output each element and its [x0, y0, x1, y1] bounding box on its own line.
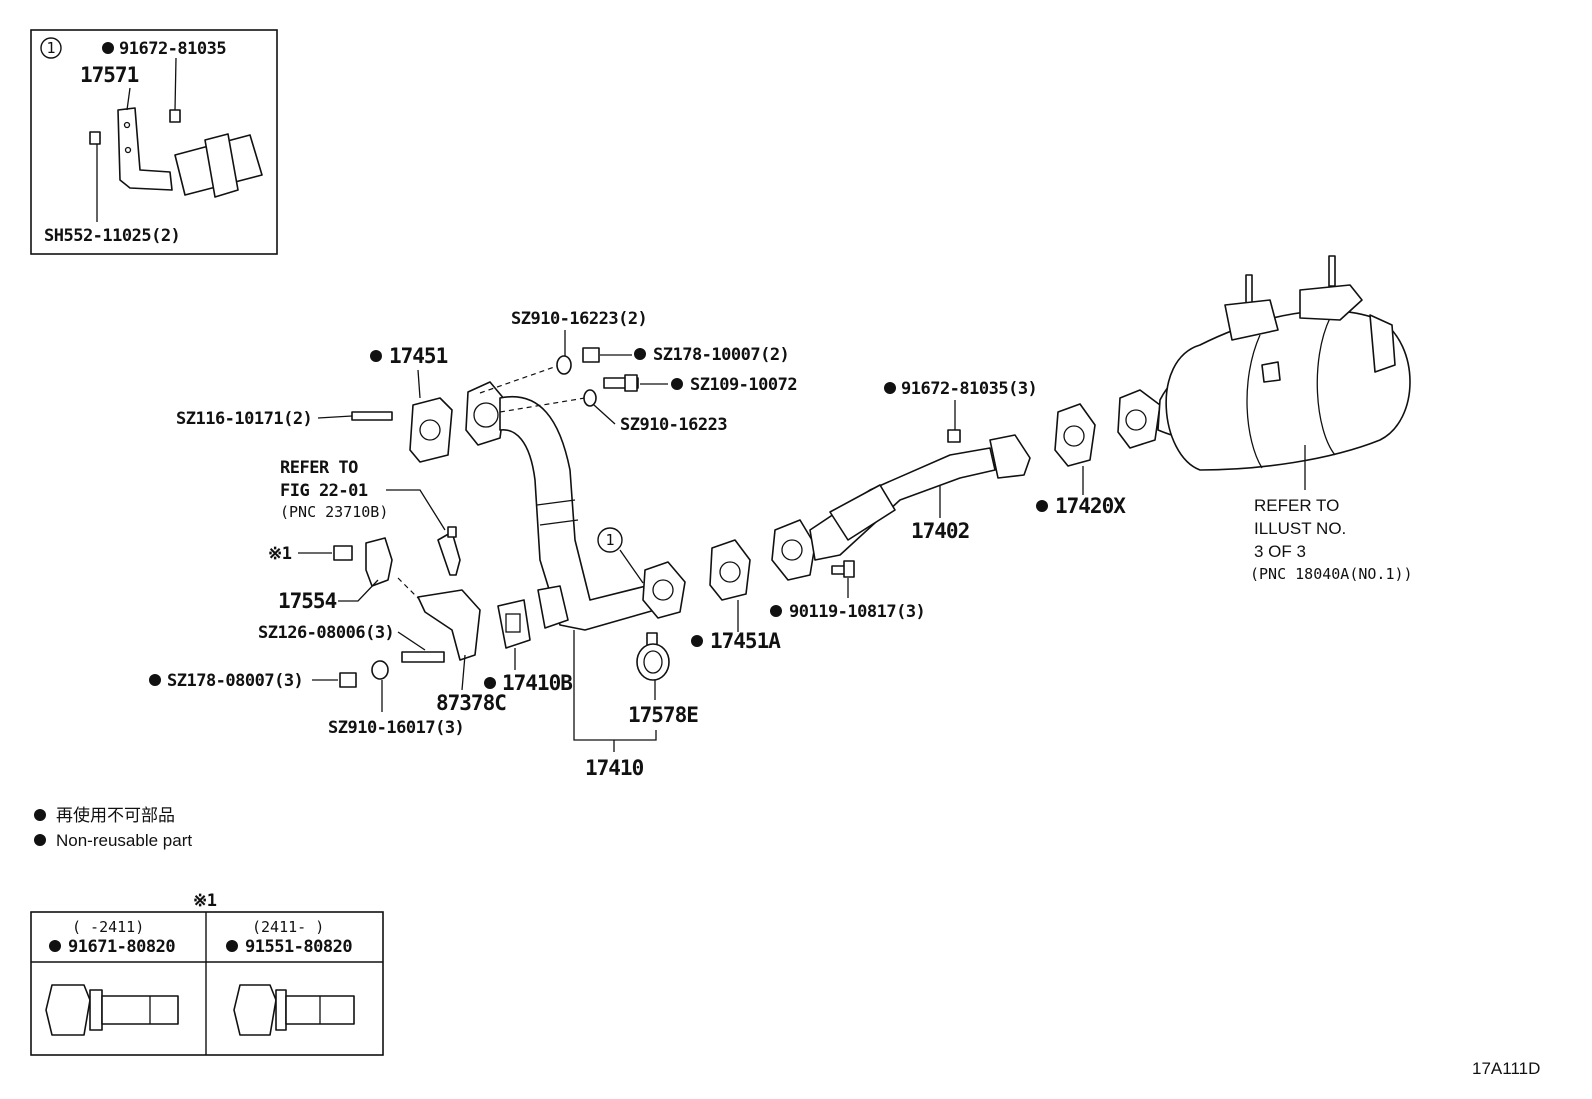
label-sz109: SZ109-10072	[690, 375, 797, 395]
gasket-17451a	[709, 539, 751, 601]
non-reusable-dot-icon-17451a	[691, 635, 703, 647]
bolt-table-col2-part: 91551-80820	[245, 937, 352, 957]
inset-label-bracket: 17571	[80, 63, 139, 87]
gasket-17451	[409, 397, 453, 463]
legend-dot-icon-2	[34, 834, 46, 846]
non-reusable-dot-icon-sz178b	[149, 674, 161, 686]
label-17402: 17402	[911, 519, 969, 543]
nut-sz178-b	[339, 672, 357, 688]
inset-label-bolt-bottom: SH552-11025(2)	[44, 226, 180, 246]
center-pipe-17402	[809, 447, 996, 561]
non-reusable-dot-icon-91671	[49, 940, 61, 952]
washer-sz910-a	[556, 355, 572, 375]
non-reusable-dot-icon-sz178a	[634, 348, 646, 360]
label-17451a: 17451A	[710, 629, 781, 653]
label-sz178-b: SZ178-08007(3)	[167, 671, 303, 691]
label-sz910-a: SZ910-16223(2)	[511, 309, 647, 329]
bolt-table-col1-range: ( -2411)	[72, 918, 144, 936]
figure-code: 17A111D	[1472, 1059, 1540, 1078]
callout-circle-icon	[40, 37, 62, 59]
bolt-sz109	[603, 377, 639, 389]
converter-bracket	[1299, 284, 1363, 321]
non-reusable-dot-icon-17451	[370, 350, 382, 362]
non-reusable-dot-icon-90119	[770, 605, 782, 617]
label-17554: 17554	[278, 589, 337, 613]
bolt-91671-icon	[45, 984, 179, 1036]
gasket-17420x	[1054, 403, 1096, 467]
bolt-variant-table: ※1 ( -2411) 91671-80820 (2411- ) 91551-8…	[30, 891, 384, 1056]
label-sz910-b: SZ910-16223	[620, 415, 727, 435]
label-sz178-a: SZ178-10007(2)	[653, 345, 789, 365]
converter-inlet-flange	[1117, 389, 1161, 449]
label-17420x: 17420X	[1055, 494, 1126, 518]
inset-label-bolt-top: 91672-81035	[119, 39, 226, 59]
non-reusable-dot-icon-91672	[884, 382, 896, 394]
label-90119: 90119-10817(3)	[789, 602, 925, 622]
legend: 再使用不可部品 Non-reusable part	[34, 805, 192, 850]
front-pipe-lower-flange	[537, 585, 569, 629]
inset-detail: 1 91672-81035 17571 SH552-11025(2)	[30, 29, 278, 255]
gasket-17410b	[497, 599, 531, 649]
sensor-part	[437, 531, 461, 576]
label-note-1: ※1	[268, 544, 292, 564]
stud-sz126	[401, 651, 445, 663]
bolt-91551-icon	[233, 984, 355, 1036]
bolt-table-col2-range: (2411- )	[252, 918, 324, 936]
label-17410b: 17410B	[502, 671, 572, 695]
heat-insulator-17554	[365, 537, 393, 587]
legend-en: Non-reusable part	[56, 831, 192, 850]
center-pipe-front-flange	[771, 519, 816, 581]
refer-fig-line-1: REFER TO	[280, 458, 358, 478]
refer-fig-line-3: (PNC 23710B)	[280, 503, 388, 521]
stay-87378c	[417, 589, 481, 661]
bolt-note-1	[333, 545, 353, 561]
label-sz116: SZ116-10171(2)	[176, 409, 312, 429]
label-sz126: SZ126-08006(3)	[258, 623, 394, 643]
non-reusable-dot-icon	[102, 42, 114, 54]
front-pipe-flange	[465, 381, 506, 446]
legend-jp: 再使用不可部品	[56, 805, 175, 825]
center-pipe-rear-flange	[989, 434, 1031, 479]
callout-number-1: 1	[605, 531, 614, 549]
converter-assembly	[1117, 255, 1411, 490]
front-pipe-rear-flange	[642, 561, 686, 619]
inset-clamp	[204, 133, 239, 198]
bolt-table-note: ※1	[193, 891, 217, 911]
legend-dot-icon	[34, 809, 46, 821]
inset-bolt-icon	[169, 109, 181, 123]
stud-sz116	[351, 411, 393, 421]
callout-circle-icon-1	[597, 527, 623, 553]
non-reusable-dot-icon-91551	[226, 940, 238, 952]
washer-sz910-b	[583, 389, 597, 407]
refer-illust-line-2: ILLUST NO.	[1254, 519, 1346, 538]
label-17410: 17410	[585, 756, 644, 780]
washer-sz910-c	[371, 660, 389, 680]
non-reusable-dot-icon-17410b	[484, 677, 496, 689]
label-87378c: 87378C	[436, 691, 506, 715]
label-sz910-c: SZ910-16017(3)	[328, 718, 464, 738]
bolt-table-col1-part: 91671-80820	[68, 937, 175, 957]
nut-sz178-a	[582, 347, 600, 363]
bolt-91672	[947, 429, 961, 443]
refer-illust-line-3: 3 OF 3	[1254, 542, 1306, 561]
inset-bolt-icon-2	[89, 131, 101, 145]
refer-illust-line-1: REFER TO	[1254, 496, 1339, 515]
refer-illust-line-4: (PNC 18040A(NO.1))	[1250, 565, 1413, 583]
non-reusable-dot-icon-17420x	[1036, 500, 1048, 512]
center-pipe-flex-section	[829, 484, 896, 541]
inset-bracket-17571	[117, 107, 173, 191]
label-91672: 91672-81035(3)	[901, 379, 1037, 399]
non-reusable-dot-icon-sz109	[671, 378, 683, 390]
inset-callout-number: 1	[46, 39, 55, 57]
refer-fig-line-2: FIG 22-01	[280, 481, 368, 501]
label-17578e: 17578E	[628, 703, 698, 727]
label-17451: 17451	[389, 344, 448, 368]
clamp-17578e	[636, 643, 670, 681]
